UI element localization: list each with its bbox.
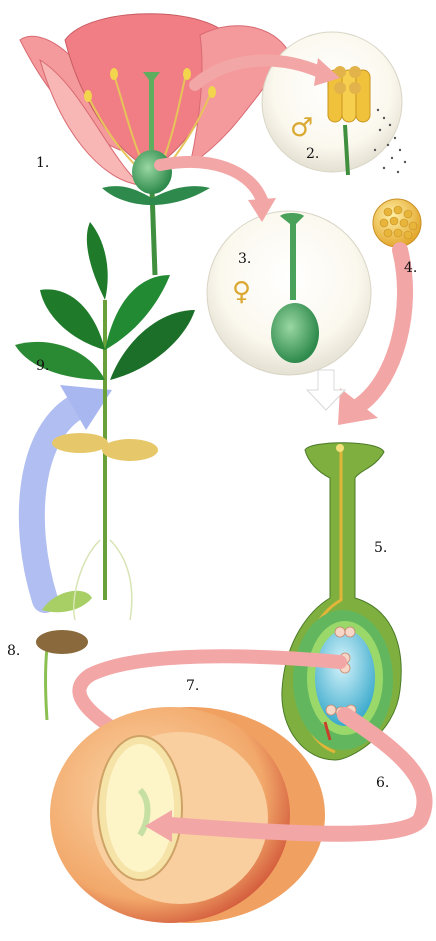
label-step-5: 5.	[374, 540, 387, 556]
label-step-4: 4.	[404, 260, 417, 276]
pistil-detail	[271, 213, 319, 363]
arrow-head-pistil	[248, 198, 276, 222]
label-step-1: 1.	[36, 155, 49, 171]
anther-detail	[327, 66, 371, 176]
pistil-cross-section	[281, 442, 402, 761]
pistil-detail-circle	[206, 210, 372, 376]
seed	[50, 707, 325, 923]
arrow-flower-to-pistil	[154, 156, 268, 206]
pistil	[143, 72, 160, 150]
female-symbol: ♀	[232, 277, 251, 307]
male-symbol: ♂	[290, 113, 313, 143]
white-arrow-down	[305, 369, 347, 411]
label-step-3: 3.	[238, 251, 251, 267]
arrow-egg-to-seed	[72, 649, 347, 747]
arrow-head-embryo	[145, 810, 172, 842]
label-step-6: 6.	[376, 775, 389, 791]
seedling	[36, 590, 92, 721]
arrow-germination-to-plant	[18, 392, 93, 613]
pollen-grain-texture	[379, 205, 418, 240]
ovary	[132, 150, 172, 194]
anthers	[84, 68, 216, 102]
arrow-zygote-to-embryo	[162, 707, 433, 842]
label-step-8: 8.	[7, 643, 20, 659]
sepals	[102, 186, 210, 205]
arrow-pollen-to-pistil	[352, 242, 414, 413]
arrow-head-growth	[60, 385, 112, 430]
label-step-9: 9.	[36, 358, 49, 374]
label-step-7: 7.	[186, 678, 199, 694]
label-step-2: 2.	[306, 146, 319, 162]
pollen-dots	[373, 108, 407, 174]
young-plant	[15, 222, 195, 621]
arrow-head-pollination	[338, 388, 378, 425]
arrow-flower-to-anther	[189, 54, 326, 91]
arrow-head-anther	[314, 58, 340, 86]
